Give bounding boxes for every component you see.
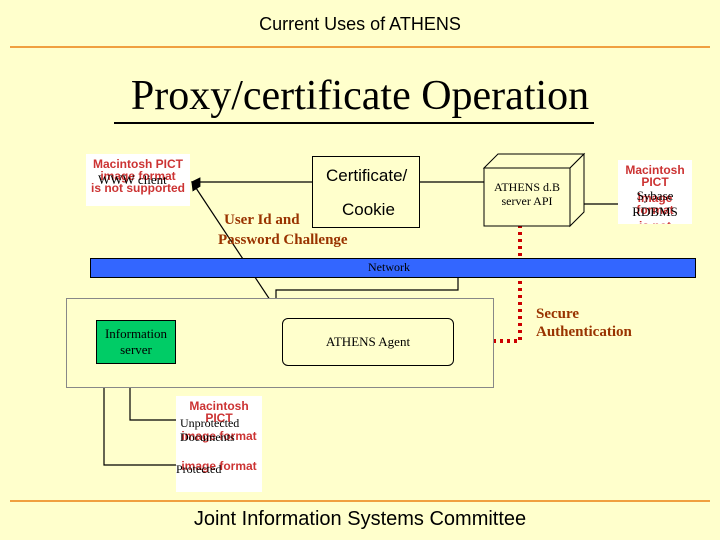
network-bar <box>90 258 696 278</box>
footer-text: Joint Information Systems Committee <box>193 508 527 530</box>
certificate-label: Certificate/ <box>326 166 408 185</box>
cookie-label: Cookie <box>342 200 395 219</box>
information-server-box: Information server <box>96 320 176 364</box>
slide-header-title: Current Uses of ATHENS <box>259 14 461 34</box>
challenge-line1: User Id and <box>224 212 300 228</box>
secure-auth-line2: Authentication <box>536 324 632 340</box>
secure-auth-line1: Secure <box>536 306 580 322</box>
sybase-image: Macintosh PICT image format is not suppo… <box>618 160 692 224</box>
certificate-cookie-box <box>312 156 420 228</box>
challenge-arrow <box>191 180 283 320</box>
www-client-label: WWW client <box>98 172 167 187</box>
athens-server-cube <box>482 152 586 228</box>
athens-server-label: ATHENS d.B server API <box>493 180 560 209</box>
sybase-label: Sybase RDBMS <box>632 188 678 219</box>
unprotected-documents-label: Unprotected Documents <box>180 416 240 445</box>
network-label: Network <box>368 260 410 274</box>
title-underline <box>114 122 594 124</box>
header-divider <box>10 46 710 48</box>
protected-documents-image: image format <box>176 446 262 492</box>
protected-link <box>99 362 178 466</box>
unprotected-documents-image: Macintosh PICT image format is not suppo… <box>176 396 262 446</box>
www-client-image: Macintosh PICT image format is not suppo… <box>86 154 190 206</box>
footer-divider <box>10 500 710 502</box>
slide-title: Proxy/certificate Operation <box>130 73 590 119</box>
challenge-line2: Password Challenge <box>218 232 348 248</box>
protected-documents-label: Protected <box>176 462 222 476</box>
athens-agent-box: ATHENS Agent <box>282 318 454 366</box>
